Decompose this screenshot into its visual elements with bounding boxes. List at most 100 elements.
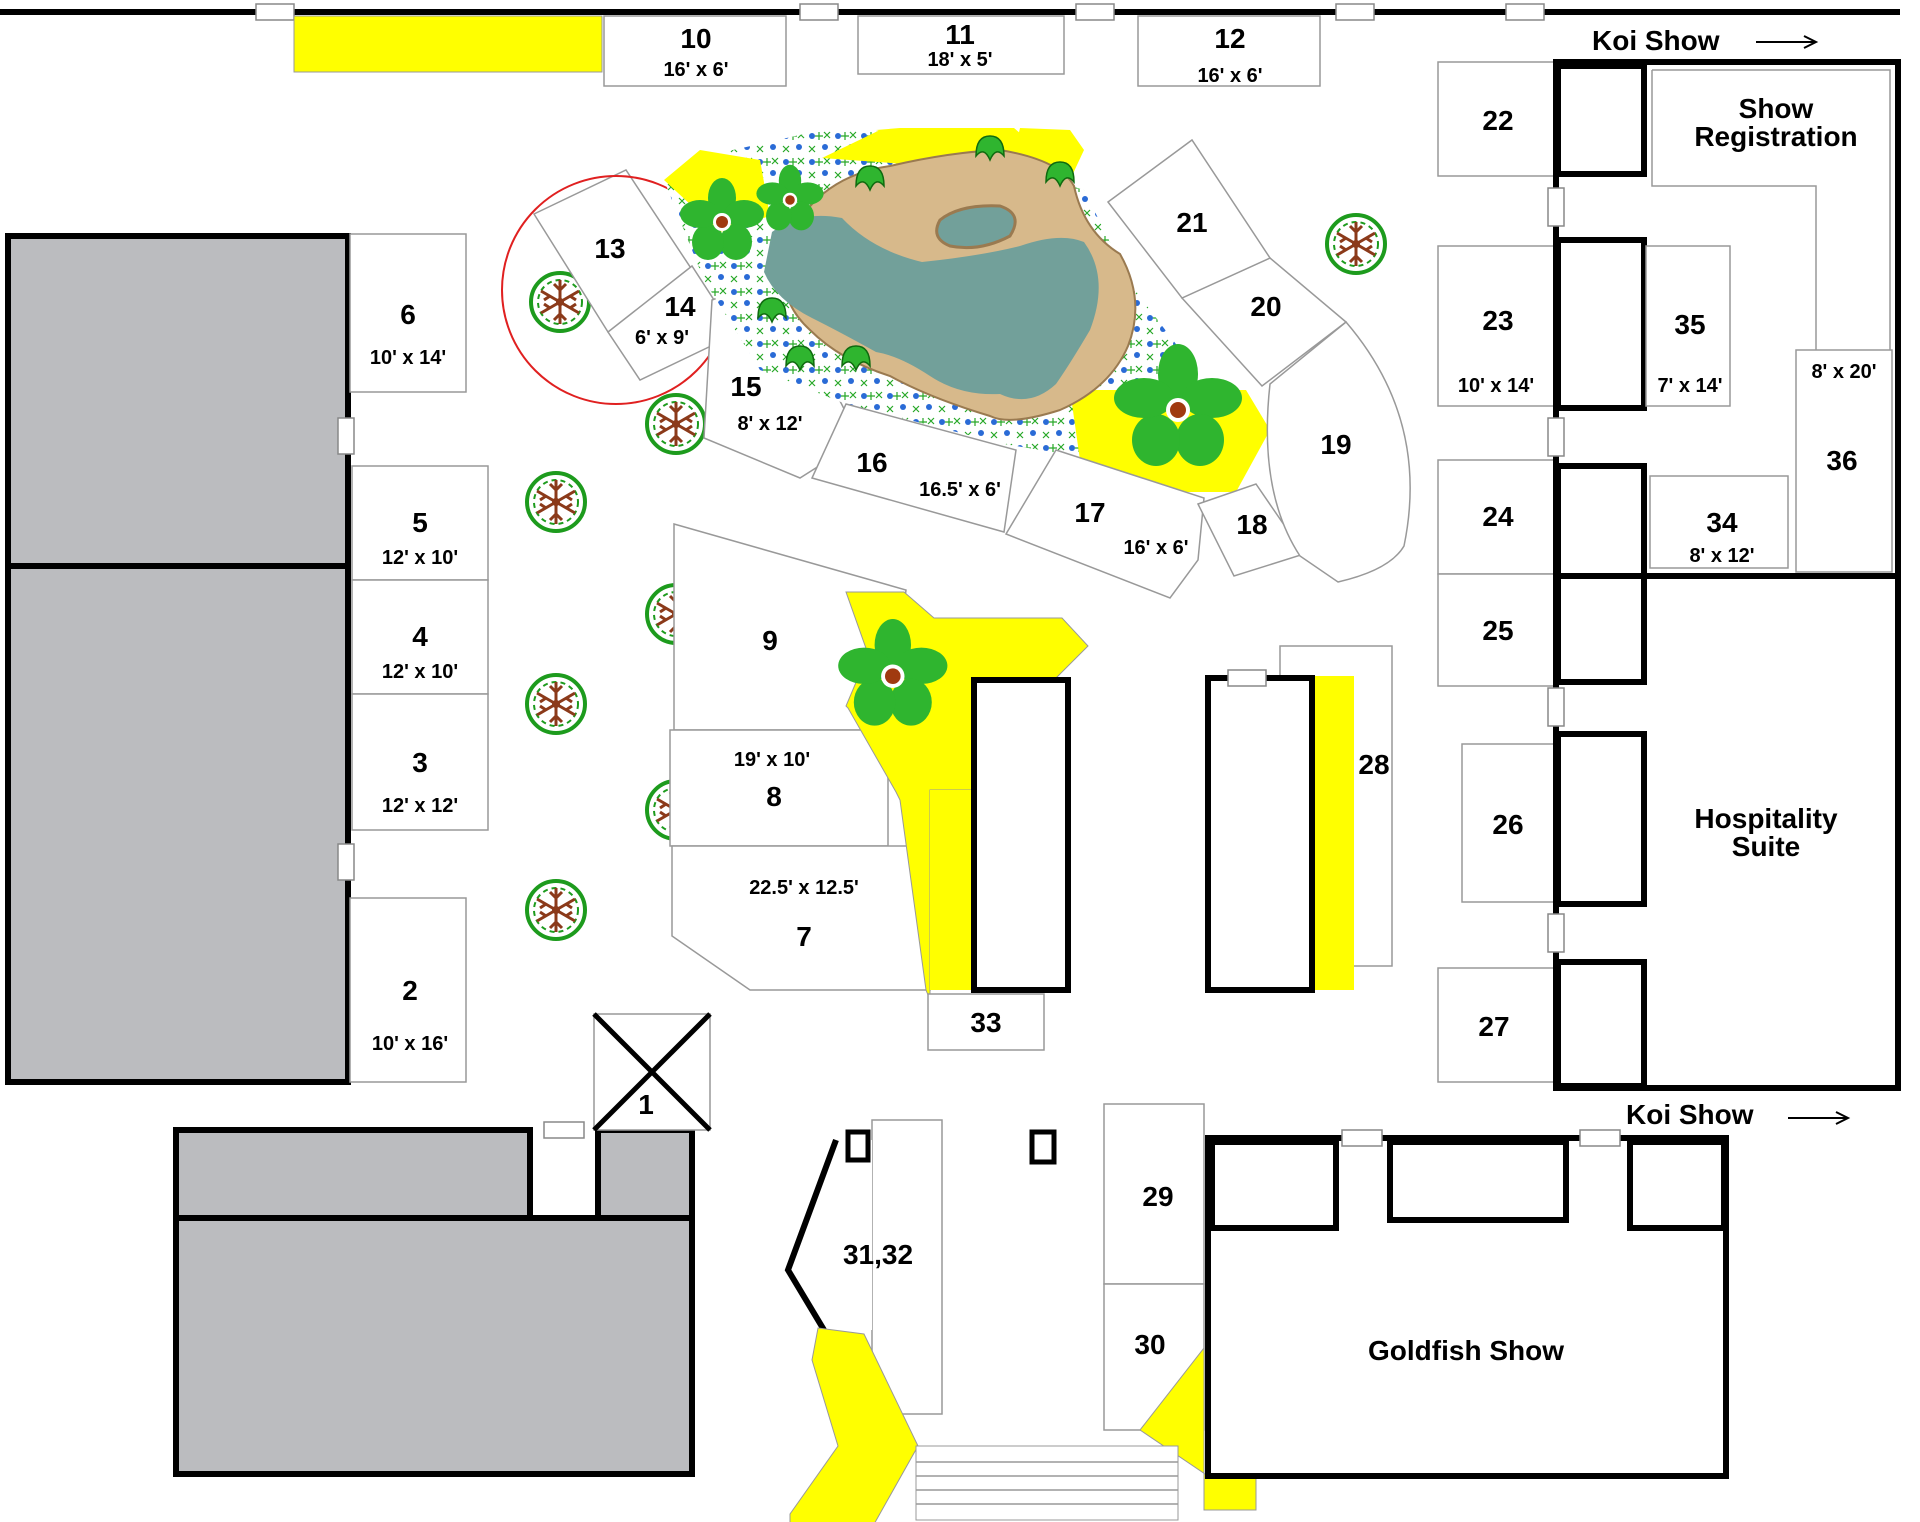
booth-5[interactable]: 5 12' x 10'	[351, 465, 489, 581]
booth-size: 18' x 5'	[927, 49, 992, 71]
booth-number: 11	[945, 19, 975, 50]
booth-number: 8	[766, 781, 782, 812]
yellow-planter-top	[293, 15, 603, 73]
booth-size: 16' x 6'	[1197, 65, 1262, 87]
koi-pond	[664, 128, 1270, 492]
booth-number: 13	[594, 233, 625, 264]
booth-size: 12' x 10'	[382, 547, 458, 569]
booth-31-32[interactable]: 31,32	[788, 1119, 943, 1415]
booth-number: 23	[1482, 305, 1513, 336]
booth-4[interactable]: 4 12' x 10'	[351, 579, 489, 695]
right-arrow-icon	[1788, 1111, 1851, 1125]
booth-18[interactable]: 18	[1196, 483, 1306, 577]
booth-17[interactable]: 17 16' x 6'	[1004, 449, 1205, 599]
booth-21[interactable]: 21	[1106, 138, 1272, 299]
pillar	[845, 1129, 871, 1163]
door-marker	[1579, 1129, 1621, 1147]
booth-3[interactable]: 3 12' x 12'	[351, 693, 489, 831]
booth-22[interactable]: 22	[1437, 61, 1559, 177]
hospitality-suite-room: Hospitality Suite	[1694, 803, 1838, 862]
booth-30[interactable]: 30	[1103, 1283, 1205, 1431]
booth-number: 6	[400, 299, 416, 330]
tree-icon	[645, 393, 707, 455]
right-arrow-icon	[1756, 35, 1819, 49]
tree-icon	[525, 879, 587, 941]
room-label: Registration	[1694, 121, 1857, 152]
door-marker	[1547, 687, 1565, 727]
booth-35[interactable]: 35 7' x 14'	[1645, 245, 1731, 407]
booth-14[interactable]: 14 6' x 9'	[606, 264, 738, 381]
booth-size: 16' x 6'	[1123, 537, 1188, 559]
booth-number: 1	[638, 1089, 654, 1120]
room-label: Show	[1739, 93, 1814, 124]
booth-size: 10' x 16'	[372, 1033, 448, 1055]
door-marker	[1341, 1129, 1383, 1147]
booth-23[interactable]: 23 10' x 14'	[1437, 245, 1559, 407]
booth-24[interactable]: 24	[1437, 459, 1559, 575]
cross-marker-icon	[592, 1012, 712, 1132]
booth-7[interactable]: 22.5' x 12.5' 7	[671, 845, 931, 991]
booth-25[interactable]: 25	[1437, 573, 1559, 687]
booth-number: 22	[1482, 105, 1513, 136]
booth-size: 16' x 6'	[663, 59, 728, 81]
show-registration-room: Show Registration	[1694, 93, 1857, 152]
tree-icon	[1325, 213, 1387, 275]
room-label: Goldfish Show	[1368, 1335, 1564, 1366]
booth-size: 10' x 14'	[370, 347, 446, 369]
door-marker	[1547, 913, 1565, 953]
booth-2[interactable]: 2 10' x 16'	[349, 897, 467, 1083]
booth-1[interactable]: 1	[592, 1012, 712, 1132]
wall-segment	[784, 1138, 839, 1332]
booth-size: 12' x 10'	[382, 661, 458, 683]
booth-size: 19' x 10'	[734, 749, 810, 771]
booth-26[interactable]: 26	[1461, 743, 1559, 903]
booth-16[interactable]: 16 16.5' x 6'	[810, 403, 1017, 533]
door-marker	[799, 3, 839, 21]
booth-size: 22.5' x 12.5'	[749, 877, 859, 899]
booth-size: 8' x 12'	[1689, 545, 1754, 567]
booth-number: 35	[1674, 309, 1705, 340]
booth-number: 27	[1478, 1011, 1509, 1042]
booth-number: 18	[1236, 509, 1267, 540]
booth-36[interactable]: 8' x 20' 36	[1795, 349, 1893, 573]
booth-10[interactable]: 10 16' x 6'	[603, 15, 787, 87]
koi-show-sign-top: Koi Show	[1592, 25, 1819, 56]
booth-size: 8' x 12'	[737, 413, 802, 435]
booth-size: 7' x 14'	[1657, 375, 1722, 397]
yellow-planter-stairs-left	[789, 1327, 919, 1522]
lower-left-building	[173, 1121, 695, 1477]
booth-number: 9	[762, 625, 778, 656]
booth-27[interactable]: 27	[1437, 967, 1559, 1083]
booth-number: 30	[1134, 1329, 1165, 1360]
right-building	[1547, 59, 1901, 1091]
booth-8[interactable]: 19' x 10' 8	[669, 729, 889, 847]
stairs-icon	[915, 1445, 1179, 1521]
booth-number: 3	[412, 747, 428, 778]
booth-20[interactable]: 20	[1180, 257, 1348, 388]
pillar	[1029, 1129, 1057, 1165]
room-label: Hospitality	[1694, 803, 1838, 834]
booth-number: 5	[412, 507, 428, 538]
booth-number: 26	[1492, 809, 1523, 840]
tree-icon	[525, 673, 587, 735]
tree-icon	[525, 471, 587, 533]
booth-number: 21	[1176, 207, 1207, 238]
booth-6[interactable]: 6 10' x 14'	[349, 233, 467, 393]
booth-size: 12' x 12'	[382, 795, 458, 817]
booth-number: 20	[1250, 291, 1281, 322]
booth-number: 10	[680, 23, 711, 54]
booth-29[interactable]: 29	[1103, 1103, 1205, 1285]
koi-show-sign-bottom: Koi Show	[1626, 1099, 1851, 1130]
door-marker	[1075, 3, 1115, 21]
booth-number: 4	[412, 621, 428, 652]
booth-34[interactable]: 34 8' x 12'	[1649, 475, 1789, 569]
booth-11[interactable]: 11 18' x 5'	[857, 15, 1065, 75]
door-marker	[1227, 669, 1267, 687]
booth-size: 16.5' x 6'	[919, 479, 1001, 501]
booth-19[interactable]: 19	[1266, 320, 1411, 583]
yellow-planter-strip	[930, 790, 974, 990]
booth-12[interactable]: 12 16' x 6'	[1137, 15, 1321, 87]
door-marker	[1505, 3, 1545, 21]
booth-33[interactable]: 33	[927, 993, 1045, 1051]
